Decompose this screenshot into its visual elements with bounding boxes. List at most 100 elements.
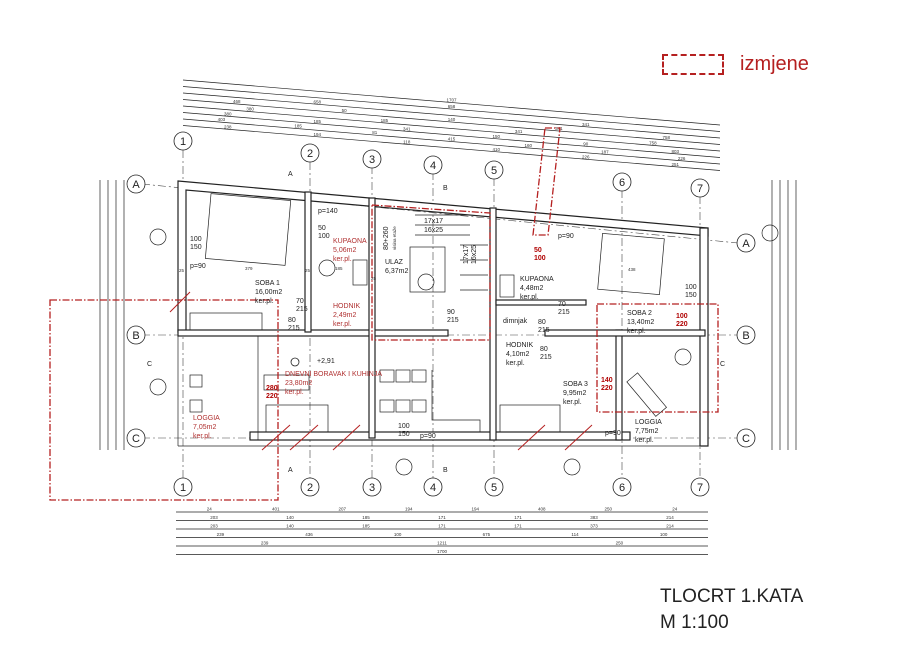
dimension-value: 100 [660, 532, 668, 537]
svg-text:ULAZ: ULAZ [385, 259, 404, 266]
dimension-value: 341 [403, 126, 411, 131]
inner-dimension-value: 185 [335, 266, 343, 271]
dimension-value: 341 [515, 129, 523, 134]
dimension-value: 658 [448, 104, 456, 109]
dimension-value: 675 [483, 532, 491, 537]
opening-size-width: 80 [538, 319, 546, 326]
dimension-value: 185 [313, 119, 321, 124]
inner-dimension-value: 438 [628, 267, 636, 272]
changed-opening-height: 100 [534, 255, 546, 262]
axis-label-5-bottom: 5 [491, 482, 497, 494]
dimension-value: 383 [590, 515, 598, 520]
svg-text:4,48m2: 4,48m2 [520, 285, 543, 292]
inner-dimension-value: 25 [179, 268, 185, 273]
dimension-value: 803 [671, 149, 679, 154]
dimension-value: 250 [616, 541, 624, 546]
axis-bubbles [126, 131, 756, 497]
opening-size-width: 80 [288, 317, 296, 324]
inner-dimension-value: 25 [305, 268, 311, 273]
opening-size-height: 215 [447, 317, 459, 324]
dimension-value: 203 [210, 515, 218, 520]
dimension-value: 171 [438, 515, 446, 520]
svg-text:6,37m2: 6,37m2 [385, 268, 408, 275]
dimension-value: 185 [362, 524, 370, 529]
axis-label-7-top: 7 [697, 183, 703, 195]
dimension-value: 758 [649, 140, 657, 145]
opening-size-width: p=90 [558, 233, 574, 240]
opening-size-height: 215 [288, 325, 300, 332]
scale-text: M 1:100 [660, 612, 729, 633]
dimension-value: 1700 [437, 549, 448, 554]
axis-label-a-right: A [742, 238, 750, 250]
opening-size-width: 70 [558, 301, 566, 308]
axis-label-4-top: 4 [430, 160, 436, 172]
changed-opening-width: 100 [676, 313, 688, 320]
dimension-value: 658 [313, 99, 321, 104]
dimension-value: 171 [514, 515, 522, 520]
opening-size-height: 215 [540, 354, 552, 361]
opening-size-height: 150 [685, 292, 697, 299]
axis-label-3-top: 3 [369, 154, 375, 166]
section-c-right: C [720, 361, 725, 368]
dimension-value: 187 [601, 149, 609, 154]
svg-text:16,00m2: 16,00m2 [255, 289, 282, 296]
section-a-top: A [288, 171, 293, 178]
dimension-value: 24 [207, 507, 213, 512]
svg-text:LOGGIA: LOGGIA [635, 419, 662, 426]
dimension-value: 226 [678, 156, 686, 161]
changed-opening-width: 140 [601, 377, 613, 384]
dimension-value: 185 [381, 118, 389, 123]
dimension-line [182, 99, 721, 145]
dimension-value: 50 [342, 108, 348, 113]
svg-text:KUPAONA: KUPAONA [333, 238, 367, 245]
svg-text:KUPAONA: KUPAONA [520, 276, 554, 283]
dimension-value: 408 [538, 507, 546, 512]
dimension-value: 140 [286, 515, 294, 520]
opening-size-height: 150 [398, 431, 410, 438]
elevation-marker-icon [290, 357, 300, 367]
dimension-value: 380 [224, 111, 232, 116]
section-b-bottom: B [443, 467, 448, 474]
dimension-value: 415 [448, 137, 456, 142]
dimension-line [182, 86, 721, 132]
dimension-value: 758 [663, 135, 671, 140]
svg-text:DNEVNI BORAVAK I KUHINJA: DNEVNI BORAVAK I KUHINJA [285, 371, 382, 378]
stair-note: visina etaže [392, 226, 397, 250]
stair2-tread: 16x25 [471, 245, 478, 264]
dimension-line [182, 105, 721, 152]
dimension-line [182, 92, 721, 139]
dimension-value: 380 [246, 107, 254, 112]
svg-text:ker.pl.: ker.pl. [255, 298, 274, 305]
furniture [149, 193, 779, 476]
opening-size-width: 100 [398, 423, 410, 430]
changed-opening-width: 280 [266, 385, 278, 392]
dimension-value: 410 [492, 147, 500, 152]
changed-opening-height: 220 [676, 321, 688, 328]
opening-size-width: 90 [447, 309, 455, 316]
walls [177, 180, 709, 447]
opening-size-width: 50 [318, 225, 326, 232]
svg-text:ker.pl.: ker.pl. [193, 433, 212, 440]
change-markers [49, 127, 719, 501]
axis-label-2-bottom: 2 [307, 482, 313, 494]
dimension-value: 436 [305, 532, 313, 537]
svg-text:SOBA 1: SOBA 1 [255, 280, 280, 287]
dimension-value: 239 [261, 541, 269, 546]
stair-height: 80+260 [383, 226, 390, 250]
axis-label-a-left: A [132, 179, 140, 191]
axis-label-2-top: 2 [307, 148, 313, 160]
room-soba-1: SOBA 1 16,00m2 ker.pl. [255, 280, 282, 305]
dimension-lines-sides [99, 180, 797, 450]
dimension-value: 118 [403, 139, 411, 144]
dimension-value: 226 [582, 154, 590, 159]
svg-text:ker.pl.: ker.pl. [563, 399, 582, 406]
dimension-value: 373 [590, 524, 598, 529]
